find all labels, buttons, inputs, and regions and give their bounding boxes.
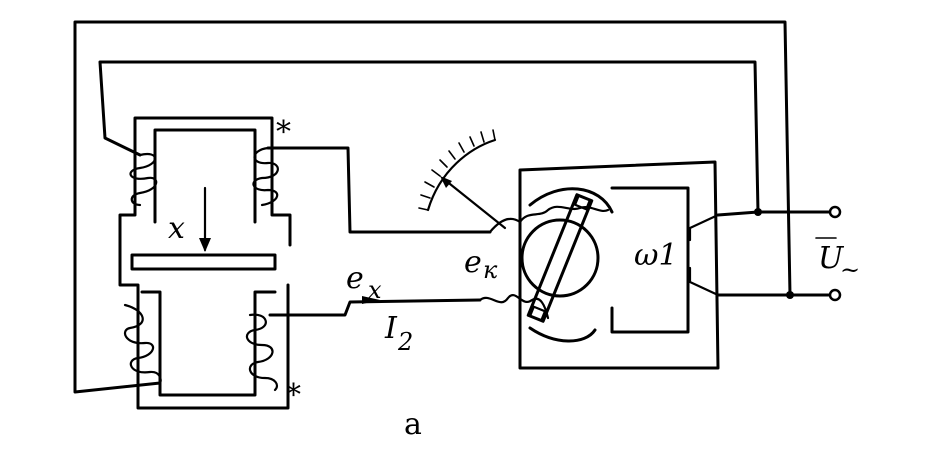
lower-core-window — [140, 290, 277, 397]
displacement-label: x — [168, 211, 185, 246]
figure-caption: a — [404, 407, 422, 442]
current-subscript: 2 — [397, 328, 413, 356]
wire-top-coil — [266, 146, 492, 234]
supply-wires — [73, 20, 842, 394]
upper-core — [118, 116, 292, 247]
voltage-label: U — [818, 241, 845, 276]
pole-shoe — [528, 187, 614, 343]
rotor — [520, 218, 600, 298]
transformer-core — [118, 116, 292, 410]
supply-line-upper — [716, 210, 832, 217]
scale-ticks — [418, 129, 496, 211]
coil-upper-right — [252, 146, 279, 207]
wire-bottom-coil — [268, 298, 482, 317]
lead-upper — [488, 205, 610, 234]
transformer-coils: * * — [123, 115, 301, 413]
emf-x-subscript: x — [368, 276, 382, 304]
outer-wire — [73, 20, 792, 394]
junction-dot — [754, 208, 762, 216]
inner-wire — [98, 60, 760, 214]
armature-plate — [130, 253, 277, 271]
polarity-star-top: * — [276, 115, 291, 150]
terminal-lower — [828, 288, 842, 302]
emf-k-subscript: к — [483, 256, 498, 284]
polarity-star-bottom: * — [286, 378, 301, 413]
meter-housing — [518, 160, 720, 370]
pointer-needle — [443, 178, 507, 230]
current-label: I — [384, 311, 398, 346]
magnet-block — [610, 186, 690, 334]
phase-meter: ω1 — [418, 129, 720, 370]
emf-x-label: e — [346, 261, 364, 296]
terminal-upper — [828, 205, 842, 219]
coil-upper-left — [129, 152, 158, 207]
winding-leads — [688, 213, 720, 297]
junction-dot — [786, 291, 794, 299]
diagram-labels: x e x I 2 e к U ~ a — [168, 211, 860, 442]
arrow-head-icon — [199, 238, 211, 252]
voltage-subscript: ~ — [840, 256, 860, 284]
winding-label: ω1 — [634, 238, 678, 273]
upper-core-window — [153, 128, 257, 224]
meter-scale — [426, 138, 497, 212]
current-arrow-icon — [362, 296, 380, 304]
lead-lower — [478, 294, 550, 320]
emf-k-label: e — [464, 245, 482, 280]
signal-wires — [266, 146, 492, 317]
coil-lower-left — [123, 303, 162, 385]
coil-lower-right — [245, 313, 279, 392]
lower-core — [118, 243, 290, 410]
